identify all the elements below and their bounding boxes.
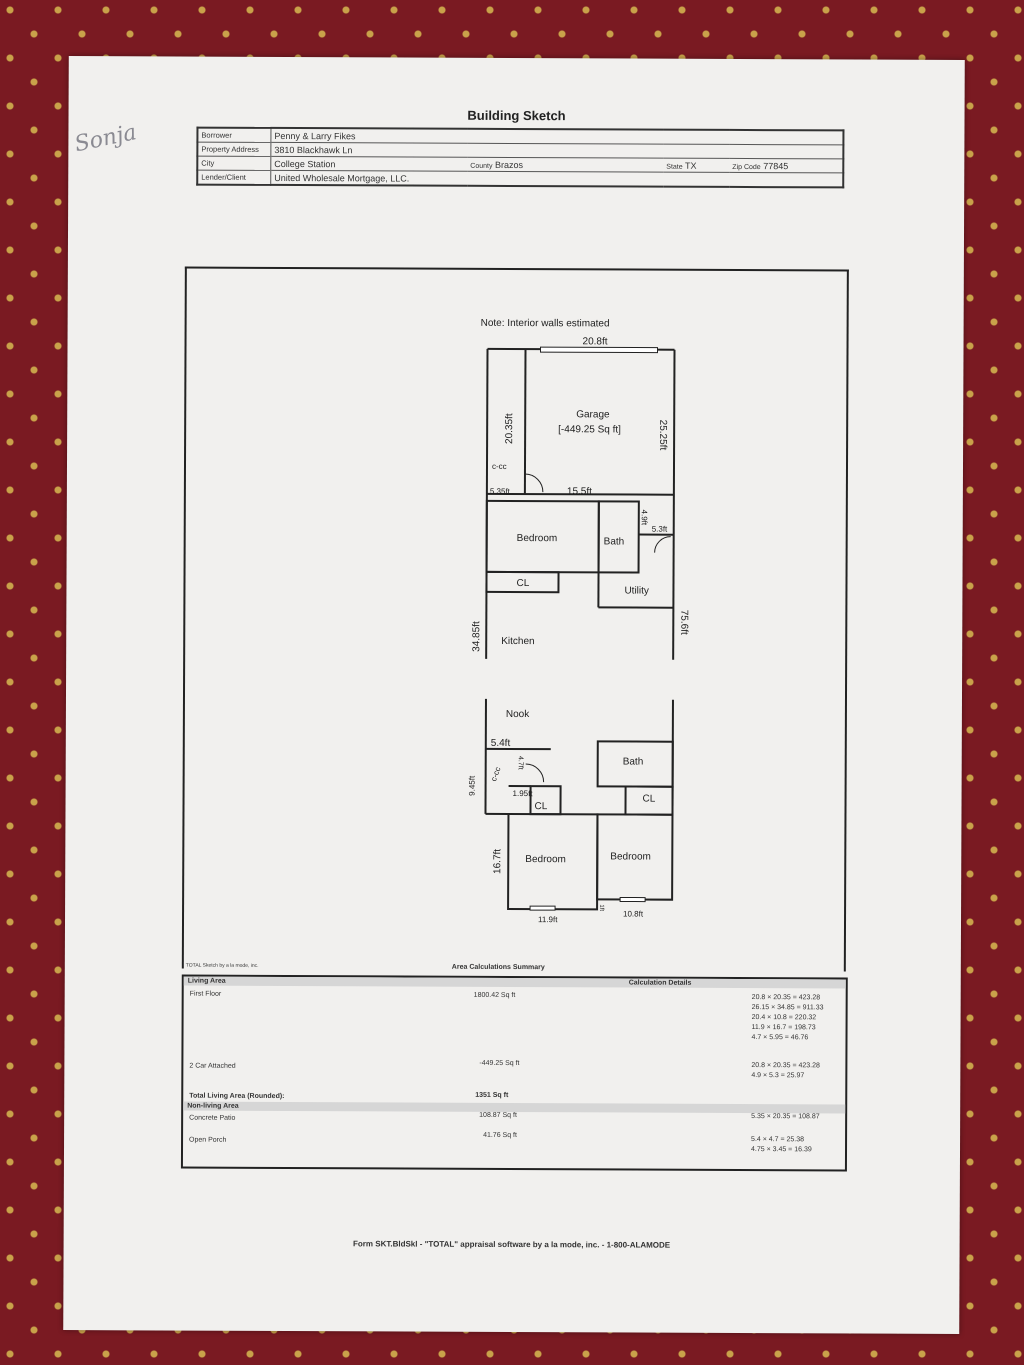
calc-line: 11.9 × 16.7 = 198.73 <box>751 1024 816 1032</box>
room-label-bath: Bath <box>604 536 625 547</box>
lender-label: Lender/Client <box>197 170 271 185</box>
calc-line: 20.8 × 20.35 = 423.28 <box>751 1062 820 1070</box>
total-living-area: 1351 Sq ft <box>475 1091 509 1099</box>
calc-details-label: Calculation Details <box>628 979 692 987</box>
room-label-bath: Bath <box>623 756 644 767</box>
room-label-closet: CL <box>534 801 547 812</box>
room-label-garage: Garage <box>576 409 610 420</box>
summary-title: Area Calculations Summary <box>451 963 545 972</box>
garage-calcs: 20.8 × 20.35 = 423.28 4.9 × 5.3 = 25.97 <box>751 1061 820 1081</box>
dim-label: 75.6ft <box>678 610 689 635</box>
dim-label: 34.85ft <box>471 621 482 652</box>
calc-line: 4.9 × 5.3 = 25.97 <box>751 1072 805 1080</box>
county-value: Brazos <box>494 159 524 170</box>
lender-value: United Wholesale Mortgage, LLC. <box>270 170 844 188</box>
software-credit: TOTAL Sketch by a la mode, inc. <box>185 962 259 969</box>
address-label: Property Address <box>197 142 271 157</box>
dim-label: 20.35ft <box>504 413 515 444</box>
garage-area-label: [-449.25 Sq ft] <box>558 424 621 435</box>
calc-line: 4.75 × 3.45 = 16.39 <box>751 1146 812 1154</box>
calc-line: 5.35 × 20.35 = 108.87 <box>751 1113 820 1121</box>
calc-line: 26.15 × 34.85 = 911.33 <box>751 1004 824 1012</box>
calc-line: 5.4 × 4.7 = 25.38 <box>751 1136 805 1144</box>
dim-label: 4.7ft <box>517 756 524 770</box>
page-title: Building Sketch <box>467 107 566 124</box>
sketch-note: Note: Interior walls estimated <box>481 318 610 330</box>
room-label-cc: c-cc <box>492 462 507 471</box>
total-living-label: Total Living Area (Rounded): <box>189 1092 285 1101</box>
dim-label: 5.3ft <box>652 525 668 534</box>
city-value: College Station <box>270 156 468 172</box>
dim-label: 20.8ft <box>583 336 608 347</box>
calc-line: 20.8 × 20.35 = 423.28 <box>751 994 821 1002</box>
dim-label: 16.7ft <box>492 849 503 874</box>
porch-area: 41.76 Sq ft <box>483 1131 517 1140</box>
room-label-closet: CL <box>516 578 529 589</box>
room-label-closet: CL <box>643 794 656 805</box>
calc-line: 20.4 × 10.8 = 220.32 <box>751 1014 817 1022</box>
dim-label: 9.45ft <box>468 775 477 796</box>
room-label-bedroom: Bedroom <box>525 854 566 865</box>
borrower-label: Borrower <box>197 127 271 143</box>
zip-label: Zip Code <box>732 163 761 171</box>
dim-label: 1ft <box>598 904 604 911</box>
county-label: County <box>470 162 493 170</box>
dim-label: 1.95ft <box>513 789 534 798</box>
garage-area: -449.25 Sq ft <box>479 1059 520 1068</box>
zip-value: 77845 <box>763 160 789 171</box>
living-area-label: Living Area <box>187 977 226 985</box>
dim-label: 11.9ft <box>538 915 558 924</box>
room-label-bedroom: Bedroom <box>517 533 558 544</box>
dim-label: 15.5ft <box>567 486 592 497</box>
first-floor-area: 1800.42 Sq ft <box>473 991 516 1000</box>
room-label-utility: Utility <box>624 585 649 596</box>
dim-label: 10.8ft <box>623 909 644 918</box>
handwritten-signature: Sonja <box>72 120 139 158</box>
form-footer: Form SKT.BldSkl - "TOTAL" appraisal soft… <box>353 1239 671 1250</box>
porch-label: Open Porch <box>189 1136 227 1144</box>
state-value: TX <box>684 160 697 171</box>
porch-calcs: 5.4 × 4.7 = 25.38 4.75 × 3.45 = 16.39 <box>751 1135 812 1155</box>
city-label: City <box>197 156 271 171</box>
dim-label: 5.35ft <box>490 487 511 496</box>
room-label-kitchen: Kitchen <box>501 636 534 647</box>
dim-label: 5.4ft <box>491 738 511 749</box>
area-calculations-summary: Living Area Calculation Details First Flo… <box>180 974 848 1172</box>
room-label-cc: c-cc <box>489 766 503 783</box>
dim-label: 25.25ft <box>657 420 668 451</box>
first-floor-calcs: 20.8 × 20.35 = 423.28 26.15 × 34.85 = 911… <box>751 993 823 1043</box>
sketch-frame: Note: Interior walls estimated 20.8ft Ga… <box>181 266 849 972</box>
living-area-header: Living Area Calculation Details <box>183 976 846 989</box>
dim-label: 4.9ft <box>640 510 649 526</box>
room-label-nook: Nook <box>506 709 530 720</box>
patio-area: 108.87 Sq ft <box>479 1111 517 1120</box>
calc-line: 4.7 × 5.95 = 46.76 <box>751 1034 809 1042</box>
state-label: State <box>666 163 683 171</box>
floor-plan: Note: Interior walls estimated 20.8ft Ga… <box>468 318 690 924</box>
garage-label: 2 Car Attached <box>189 1062 236 1070</box>
patio-label: Concrete Patio <box>189 1114 236 1122</box>
first-floor-label: First Floor <box>189 990 222 998</box>
room-label-bedroom: Bedroom <box>610 851 651 862</box>
